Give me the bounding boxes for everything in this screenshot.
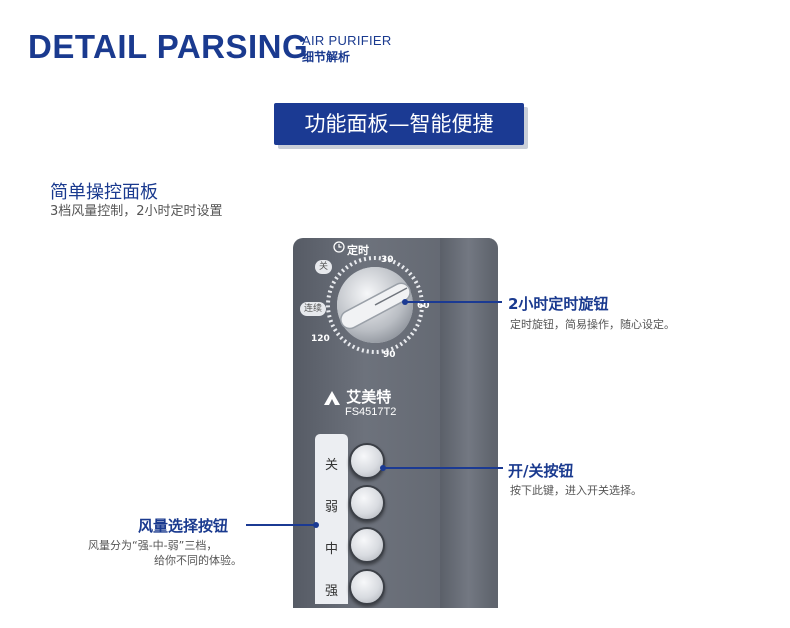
speed-low-button[interactable] [349,485,385,521]
speed-leader-dot [313,522,319,528]
brand-name: 艾美特 [346,388,392,406]
timer-label: 定时 [347,244,369,257]
power-off-button[interactable] [349,443,385,479]
panel-edge [440,238,492,608]
mark-30: 30 [381,255,394,265]
power-callout-desc: 按下此键，进入开关选择。 [510,484,642,497]
section-description: 3档风量控制，2小时定时设置 [50,204,223,219]
button-label-high: 强 [324,584,338,599]
timer-dial [326,241,424,354]
subtitle-en: AIR PURIFIER [302,33,392,48]
feature-banner: 功能面板—智能便捷 [274,103,524,145]
speed-leader-line [246,524,316,526]
model-number: FS4517T2 [345,406,397,418]
timer-leader-dot [402,299,408,305]
brand-logo-icon [324,390,340,405]
speed-callout-desc-1: 风量分为“强-中-弱”三档， [88,539,218,552]
power-leader-line [383,467,503,469]
timer-callout-title: 2小时定时旋钮 [508,295,609,313]
page-title: DETAIL PARSING [28,28,309,65]
timer-knob[interactable] [337,267,413,343]
speed-callout-desc-2: 给你不同的体验。 [154,554,242,567]
timer-callout-desc: 定时旋钮，简易操作，随心设定。 [510,318,675,331]
timer-leader-line [405,301,502,303]
banner-text: 功能面板—智能便捷 [304,112,494,136]
brand: 艾美特 [323,386,391,407]
button-label-mid: 中 [324,542,338,557]
button-label-off: 关 [324,458,338,473]
button-label-low: 弱 [324,500,338,515]
speed-callout-title: 风量选择按钮 [138,517,229,535]
subtitle-cn: 细节解析 [302,50,351,64]
dial-scale [326,256,424,354]
continuous-tag: 连续 [300,302,327,316]
clock-icon [333,241,345,253]
mark-120: 120 [311,334,330,344]
mark-90: 90 [383,350,396,360]
mark-60: 60 [417,301,430,311]
speed-high-button[interactable] [349,569,385,605]
off-tag: 关 [315,260,333,274]
button-label-strip: 关 弱 中 强 [315,434,348,604]
speed-mid-button[interactable] [349,527,385,563]
power-leader-dot [380,465,386,471]
control-panel: 定时 关 连续 30 60 90 120 艾美特 FS4517T2 关 弱 中 … [293,238,498,608]
power-callout-title: 开/关按钮 [508,462,574,480]
section-title: 简单操控面板 [50,182,158,203]
